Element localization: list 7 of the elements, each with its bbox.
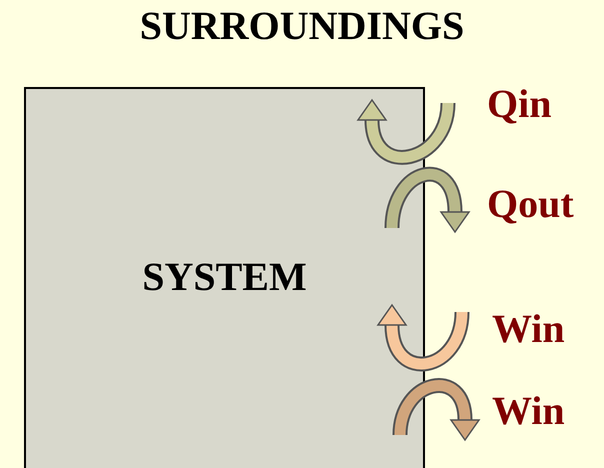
flow-label: Qin (487, 84, 552, 124)
title: SURROUNDINGS (138, 6, 466, 46)
flow-label: Win (492, 309, 565, 349)
flow-label: Qout (487, 184, 574, 224)
system-box (24, 87, 425, 468)
system-label: SYSTEM (142, 257, 307, 297)
flow-label: Win (492, 391, 565, 431)
